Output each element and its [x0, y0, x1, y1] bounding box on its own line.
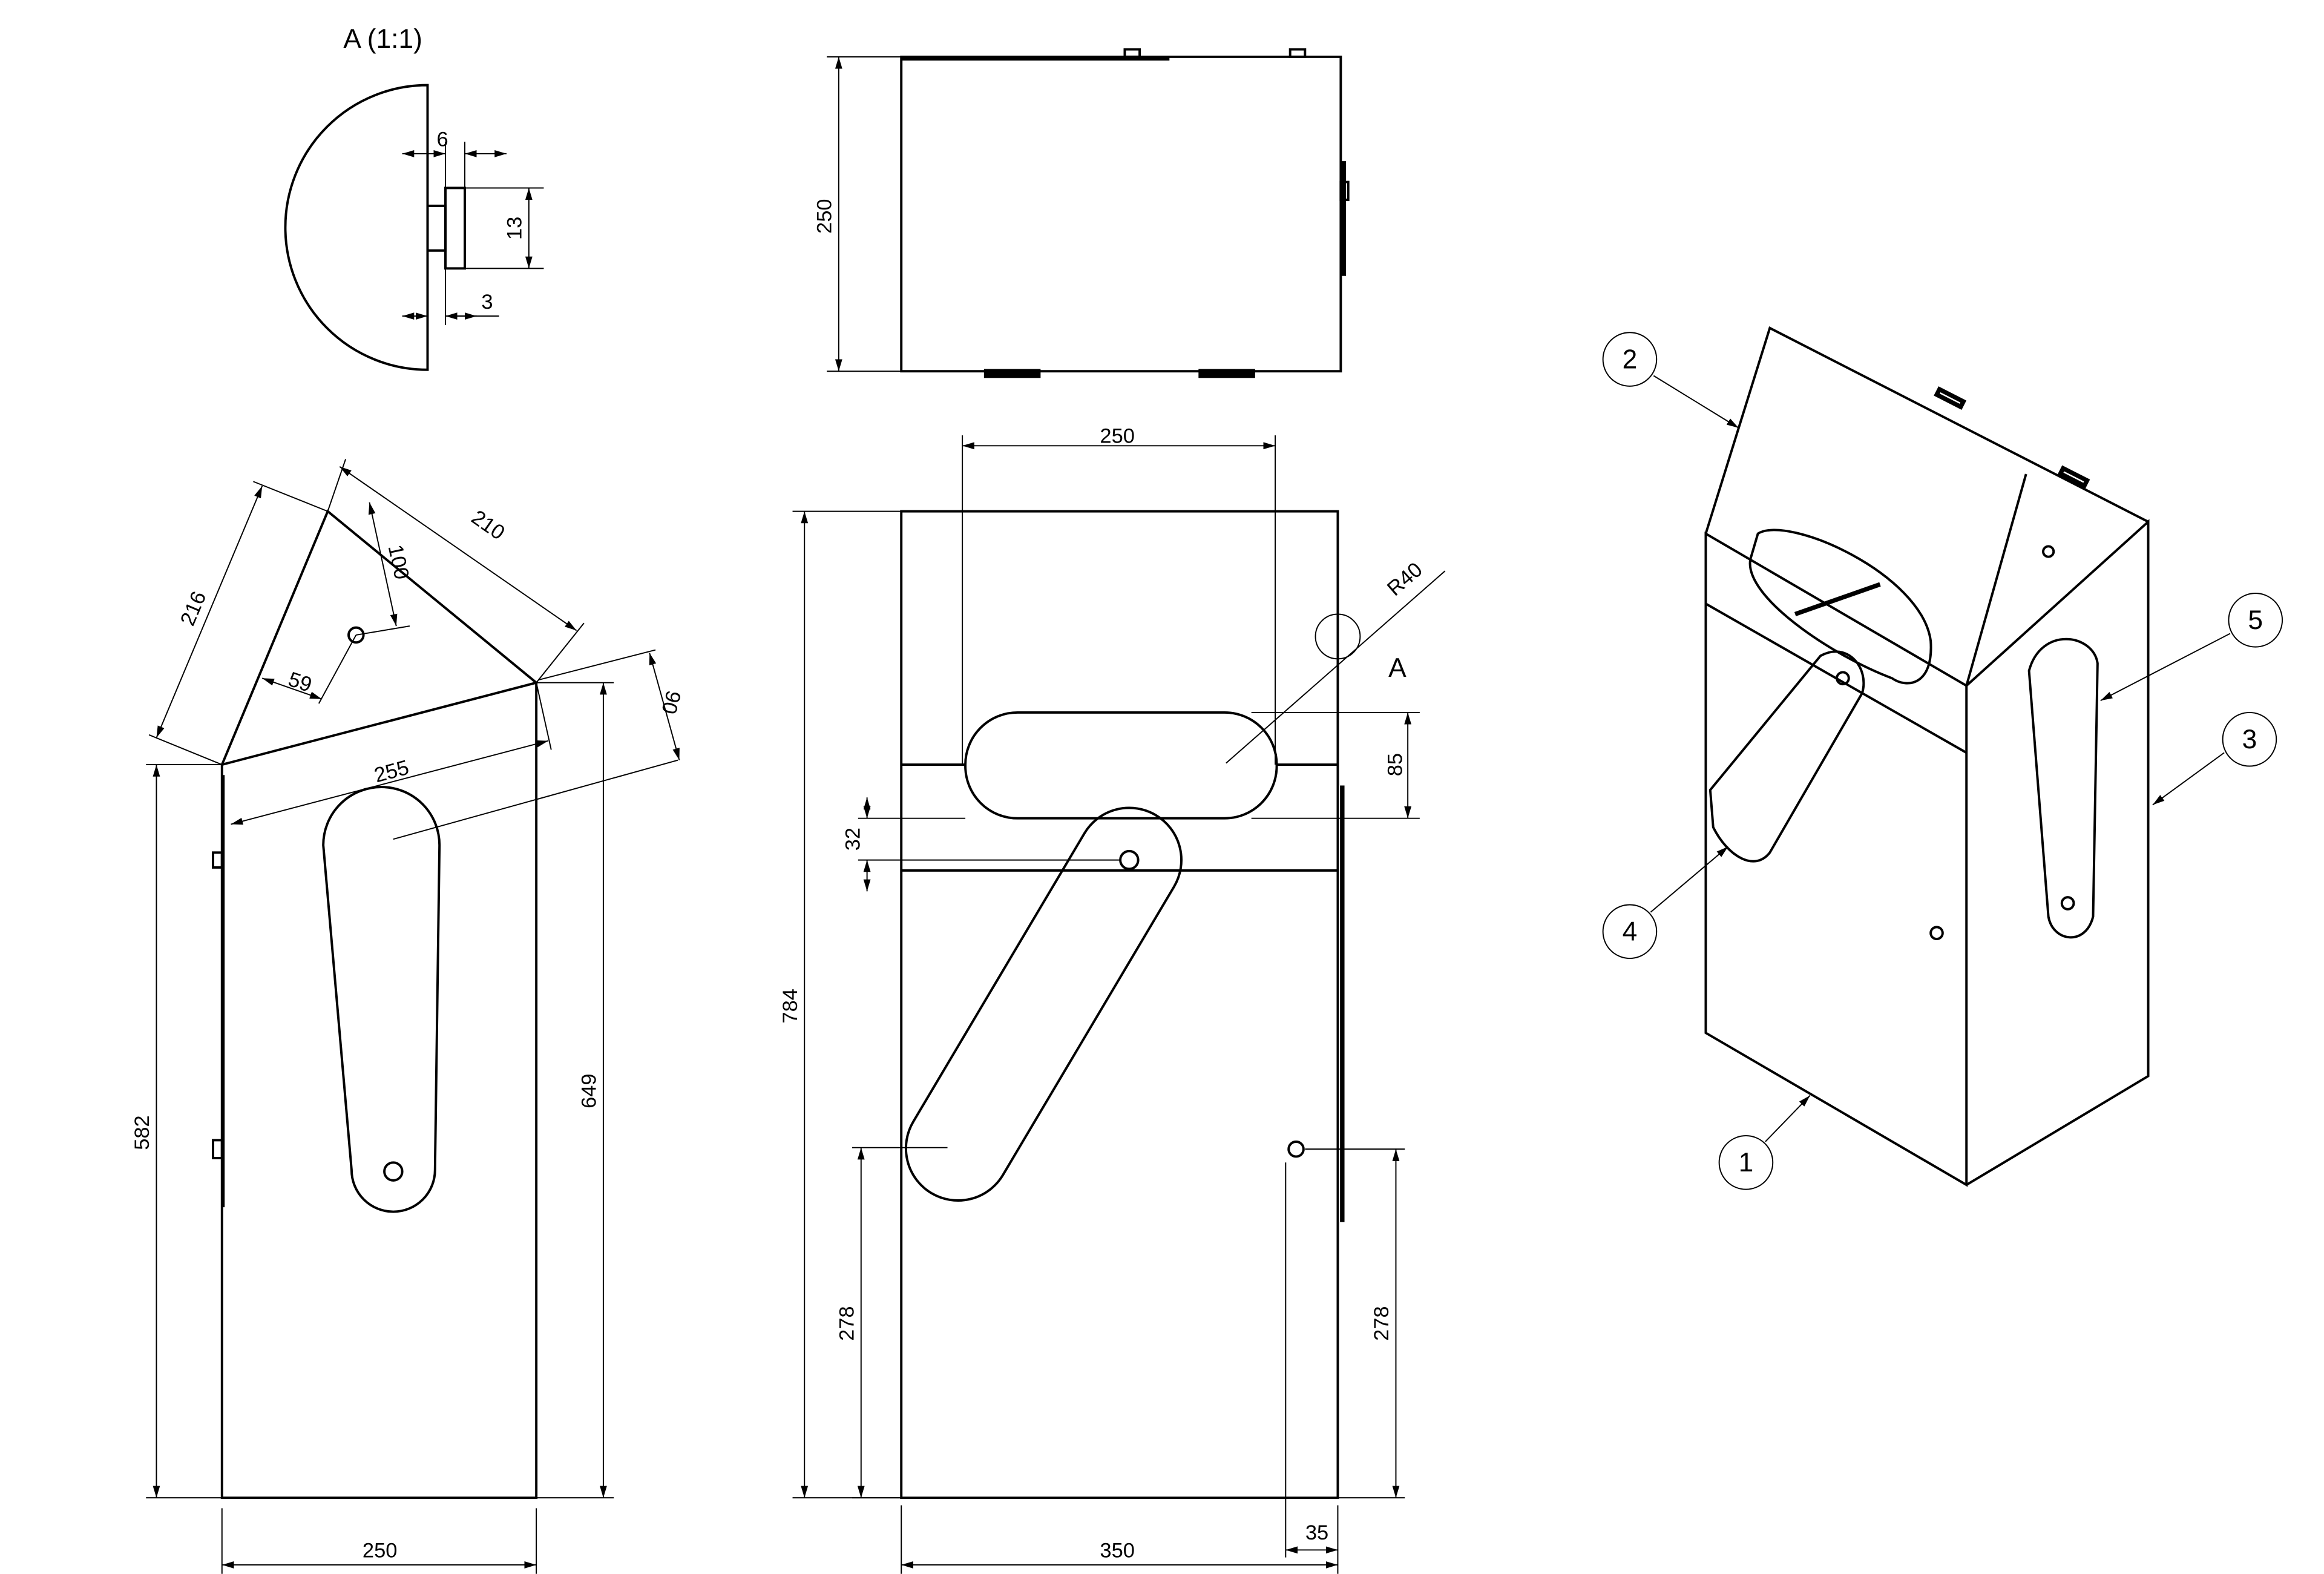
dim-649: 649 [578, 1073, 601, 1108]
svg-text:2: 2 [1623, 344, 1638, 374]
dim-278-left: 278 [835, 1306, 858, 1340]
top-view: 250 [813, 48, 1350, 378]
svg-text:3: 3 [2242, 725, 2257, 754]
detail-title: A (1:1) [343, 24, 422, 54]
balloon-3: 3 [2152, 711, 2277, 806]
balloon-2: 2 [1602, 332, 1739, 429]
dim-784: 784 [779, 989, 802, 1023]
dim-216: 216 [176, 588, 211, 629]
svg-text:1: 1 [1739, 1148, 1754, 1177]
side-hole [1287, 1140, 1305, 1158]
tab-head [444, 186, 466, 270]
dim-90: 90 [657, 688, 685, 717]
balloon-4: 4 [1602, 846, 1729, 960]
dim-210: 210 [467, 506, 509, 545]
front-handle [904, 806, 1183, 1202]
dim-350: 350 [1100, 1539, 1134, 1562]
detail-a-circle [1315, 613, 1361, 660]
dim-32: 32 [841, 828, 864, 851]
dim-front-250: 250 [1100, 424, 1134, 447]
svg-text:4: 4 [1623, 917, 1638, 947]
detail-view-a: A (1:1) 6 13 3 [284, 24, 544, 371]
side-handle [322, 786, 441, 1213]
dim-top-250: 250 [813, 199, 836, 233]
balloon-5: 5 [2100, 593, 2283, 702]
iso-side-slot [2027, 637, 2099, 939]
dim-side-250: 250 [363, 1539, 397, 1562]
dim-255: 255 [372, 756, 411, 788]
dim-59: 59 [286, 668, 315, 697]
front-view: 250 784 85 32 278 278 350 35 R40 A [779, 424, 1446, 1574]
side-view: 582 649 250 216 210 100 59 255 90 [131, 459, 685, 1574]
dim-278-right: 278 [1370, 1306, 1393, 1340]
balloon-1: 1 [1718, 1095, 1811, 1190]
dim-100: 100 [384, 542, 413, 581]
isometric-view: 2 5 3 4 1 [1602, 326, 2283, 1190]
svg-text:5: 5 [2248, 605, 2263, 635]
front-slot [964, 711, 1278, 820]
dim-13: 13 [504, 217, 527, 240]
dim-35: 35 [1305, 1521, 1328, 1544]
iso-slot [1748, 529, 1932, 685]
half-disc [284, 84, 429, 371]
dim-6: 6 [436, 128, 448, 151]
detail-ref-a: A [1388, 653, 1407, 683]
dim-85: 85 [1384, 753, 1407, 776]
pivot-hole [1119, 849, 1140, 871]
dim-3: 3 [481, 291, 493, 314]
radius-r40: R40 [1383, 558, 1427, 601]
iso-handle [1709, 650, 1865, 863]
dim-582: 582 [131, 1115, 154, 1150]
tab-stem [426, 205, 447, 252]
